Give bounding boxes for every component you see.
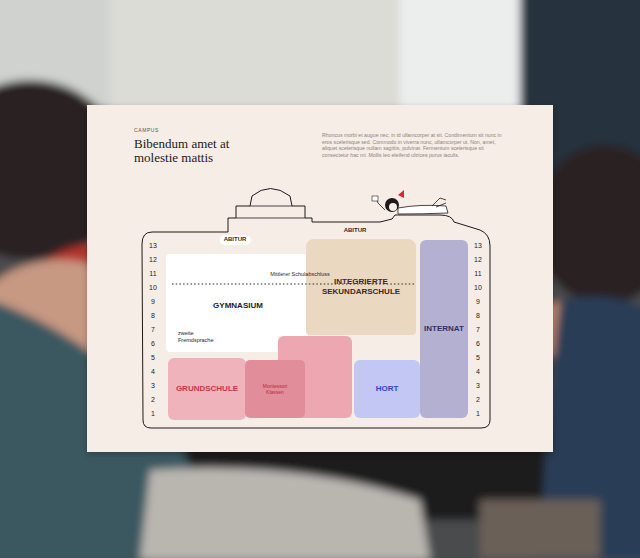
exam-label: ABITUR [220,235,251,245]
grade-number: 2 [151,396,155,404]
grade-number-wrap: 6 [151,340,155,348]
grade-number-wrap: 7 [476,326,480,334]
milestone-label: Mittlerer Schulabschluss [270,271,330,278]
grade-number: 9 [476,298,480,306]
boarding-box: INTERNAT [420,240,468,418]
school-fill [166,254,308,352]
reading-figure [372,190,448,214]
grade-number: 13 [149,242,157,250]
school-box: GYMNASIUM zweite Fremdsprache [166,254,308,352]
exam-label: ABITUR [340,226,371,236]
grade-number-wrap: 5 [151,354,155,362]
grade-number-wrap: 7 [151,326,155,334]
grade-number-wrap: 10 [474,284,482,292]
section-tag-wrap: CAMPUS [134,127,159,133]
grade-number: 11 [474,270,481,278]
grade-number: 4 [476,368,480,376]
grade-number: 12 [149,256,157,264]
grade-number-wrap: 8 [151,312,155,320]
grade-number: 6 [151,340,155,348]
dotted-threshold [172,284,415,285]
grade-number-wrap: 9 [151,298,155,306]
intro-paragraph: Rhoncus morbi et augue nec, in id ullamc… [322,132,508,158]
box-label: GRUNDSCHULE [176,384,238,394]
grade-number-wrap: 2 [151,396,155,404]
grade-number: 5 [476,354,480,362]
exam-label-wrap: ABITUR [220,235,251,245]
school-box: GRUNDSCHULE [168,358,246,420]
school-name: GYMNASIUM [213,301,263,311]
grade-number-wrap: 12 [474,256,482,264]
grade-number-wrap: 3 [151,382,155,390]
grade-number: 13 [474,242,482,250]
grade-number: 3 [476,382,480,390]
grade-number-wrap: 4 [151,368,155,376]
grade-number-wrap: 13 [149,242,157,250]
grade-number: 6 [476,340,480,348]
class-box: Montessori Klassen [245,360,305,418]
box-label: HORT [376,384,399,394]
diagram-title: Bibendum amet at molestie mattis [134,137,246,165]
section-tag: CAMPUS [134,127,159,133]
grade-number: 8 [151,312,155,320]
school-box: INTEGRIERTE SEKUNDARSCHULE [306,239,416,335]
grade-number: 1 [151,410,155,418]
grade-number: 8 [476,312,480,320]
school-name-wrap: GYMNASIUM [213,301,263,311]
grade-number: 7 [151,326,155,334]
grade-number-wrap: 13 [474,242,482,250]
grade-number: 7 [476,326,480,334]
grade-number-wrap: 1 [476,410,480,418]
grade-number: 2 [476,396,480,404]
roof-detail [236,206,305,218]
note-text: zweite Fremdsprache [178,330,213,343]
grade-number-wrap: 1 [151,410,155,418]
exam-label-wrap: ABITUR [340,226,371,236]
milestone-label-wrap: Mittlerer Schulabschluss [270,271,330,278]
grade-number-wrap: 12 [149,256,157,264]
grade-number-wrap: 5 [476,354,480,362]
intro-paragraph-wrap: Rhoncus morbi et augue nec, in id ullamc… [322,132,508,158]
title-wrap: Bibendum amet at molestie mattis [134,137,246,165]
school-building [142,189,490,429]
note-text-wrap: zweite Fremdsprache [178,330,213,343]
grade-number-wrap: 6 [476,340,480,348]
grade-number: 1 [476,410,480,418]
grade-number-wrap: 4 [476,368,480,376]
grade-number-wrap: 3 [476,382,480,390]
grade-number-wrap: 9 [476,298,480,306]
grade-number: 10 [149,284,157,292]
grade-number: 3 [151,382,155,390]
grade-number-wrap: 11 [474,270,481,278]
box-label: INTERNAT [424,324,464,334]
grade-number: 4 [151,368,155,376]
grade-number-wrap: 8 [476,312,480,320]
care-box: HORT [354,360,420,418]
grade-number: 12 [474,256,482,264]
box-label: INTEGRIERTE SEKUNDARSCHULE [309,277,413,296]
grade-number: 9 [151,298,155,306]
grade-number: 5 [151,354,155,362]
grade-number: 11 [149,270,156,278]
grade-number-wrap: 10 [149,284,157,292]
box-label: Montessori Klassen [263,383,287,395]
grade-number-wrap: 2 [476,396,480,404]
grade-number: 10 [474,284,482,292]
grade-number-wrap: 11 [149,270,156,278]
